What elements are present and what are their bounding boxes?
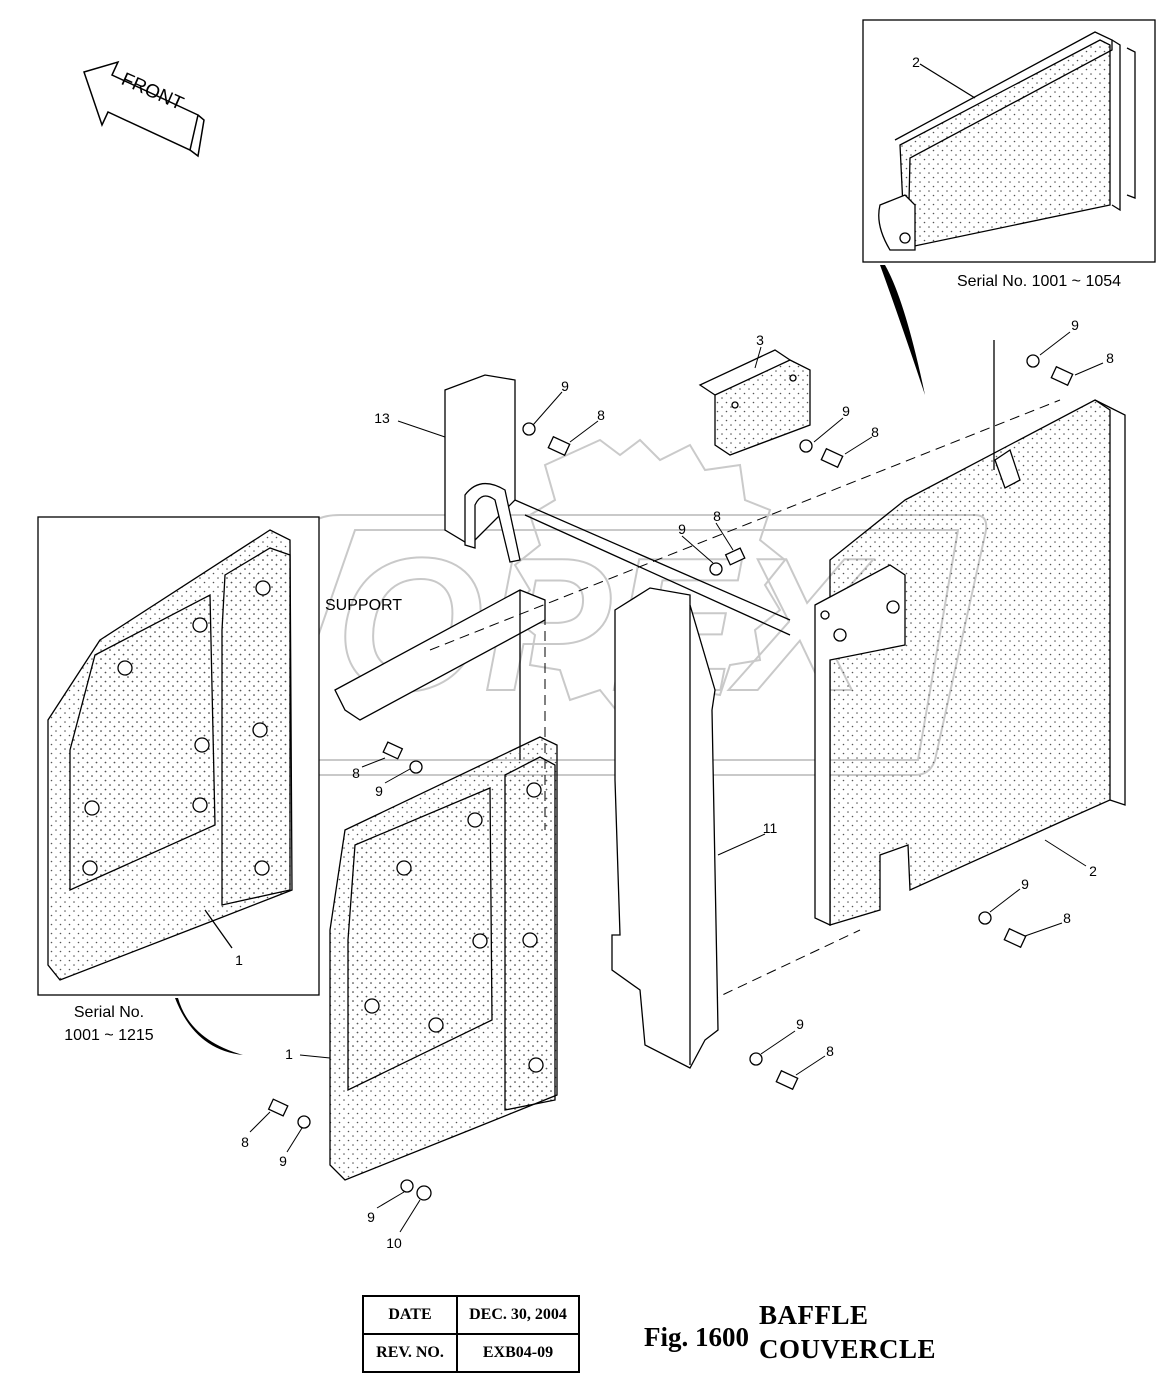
rev-value: EXB04-09: [456, 1333, 580, 1373]
inset-top-pointer: [880, 265, 925, 395]
bolt-8-h: [267, 1098, 289, 1117]
watermark-logo: OPEX: [252, 438, 988, 776]
callout-9-h: 9: [279, 1153, 287, 1169]
figure-number: Fig. 1600: [644, 1321, 749, 1352]
bolt-8-g: [775, 1069, 799, 1091]
front-arrow-icon: FRONT: [83, 60, 205, 158]
fasteners: [267, 354, 1074, 1201]
washer-9-b: [799, 439, 813, 453]
leader-lines: [249, 331, 1104, 1233]
callout-2-inset: 2: [912, 54, 920, 70]
callout-3: 3: [756, 332, 764, 348]
figure-title-en: BAFFLE: [759, 1300, 869, 1330]
callout-9-d: 9: [678, 521, 686, 537]
inset-left-serial-line2: 1001 ~ 1215: [64, 1027, 154, 1044]
callout-2-main: 2: [1089, 863, 1097, 879]
callout-8-b: 8: [871, 424, 879, 440]
bolt-8-c: [724, 547, 746, 566]
part-3-block: [698, 349, 811, 456]
inset-top-serial-note: Serial No. 1001 ~ 1054: [957, 273, 1121, 290]
callout-11: 11: [763, 820, 778, 836]
inset-left-pointer: [175, 998, 243, 1055]
figure-caption: Fig. 1600 BAFFLE COUVERCLE: [644, 1298, 936, 1366]
callout-1-main: 1: [285, 1046, 293, 1062]
callout-1-inset: 1: [235, 952, 243, 968]
bolt-8-f: [1003, 927, 1027, 949]
support-label: SUPPORT: [325, 597, 402, 614]
callout-8-c: 8: [597, 407, 605, 423]
callout-8-h: 8: [241, 1134, 249, 1150]
washer-9-c: [709, 562, 723, 576]
bolt-8-a: [547, 435, 571, 457]
callout-9-e: 9: [375, 783, 383, 799]
watermark-text: OPEX: [336, 519, 874, 731]
callout-9-a: 9: [1071, 317, 1079, 333]
revision-title-block: DATE DEC. 30, 2004 REV. NO. EXB04-09: [362, 1295, 580, 1373]
figure-title-fr: COUVERCLE: [759, 1334, 937, 1364]
washer-9-a: [522, 422, 536, 436]
callout-9-g: 9: [796, 1016, 804, 1032]
inset-left-serial-line1: Serial No.: [74, 1004, 144, 1021]
washer-9-g: [749, 1052, 763, 1066]
bolt-8-e: [382, 741, 404, 760]
callout-10: 10: [386, 1235, 402, 1251]
part-2-panel: [814, 340, 1126, 927]
part-13-bracket: [444, 374, 791, 636]
inset-left: [37, 516, 320, 996]
callout-9-b: 9: [842, 403, 850, 419]
callout-8-e: 8: [352, 765, 360, 781]
nut-10: [416, 1185, 432, 1201]
figure-titles: BAFFLE COUVERCLE: [759, 1298, 936, 1366]
callout-8-f: 8: [1063, 910, 1071, 926]
rev-label: REV. NO.: [362, 1333, 458, 1373]
bolt-8-b: [820, 447, 844, 469]
washer-9-h: [297, 1115, 311, 1129]
callout-13: 13: [374, 410, 390, 426]
date-value: DEC. 30, 2004: [456, 1295, 580, 1335]
washer-9-i: [400, 1179, 414, 1193]
callout-8-d: 8: [713, 508, 721, 524]
washer-9-f: [978, 911, 992, 925]
callout-8-g: 8: [826, 1043, 834, 1059]
washer-9-d: [1026, 354, 1040, 368]
washer-9-e: [409, 760, 423, 774]
callout-9-i: 9: [367, 1209, 375, 1225]
bolt-8-d: [1050, 365, 1074, 387]
inset-top-right: [862, 19, 1156, 263]
date-label: DATE: [362, 1295, 458, 1335]
part-11-plate: [611, 587, 719, 1069]
callout-9-f: 9: [1021, 876, 1029, 892]
callout-8-a: 8: [1106, 350, 1114, 366]
part-1-panel: [329, 736, 558, 1181]
callout-9-c: 9: [561, 378, 569, 394]
